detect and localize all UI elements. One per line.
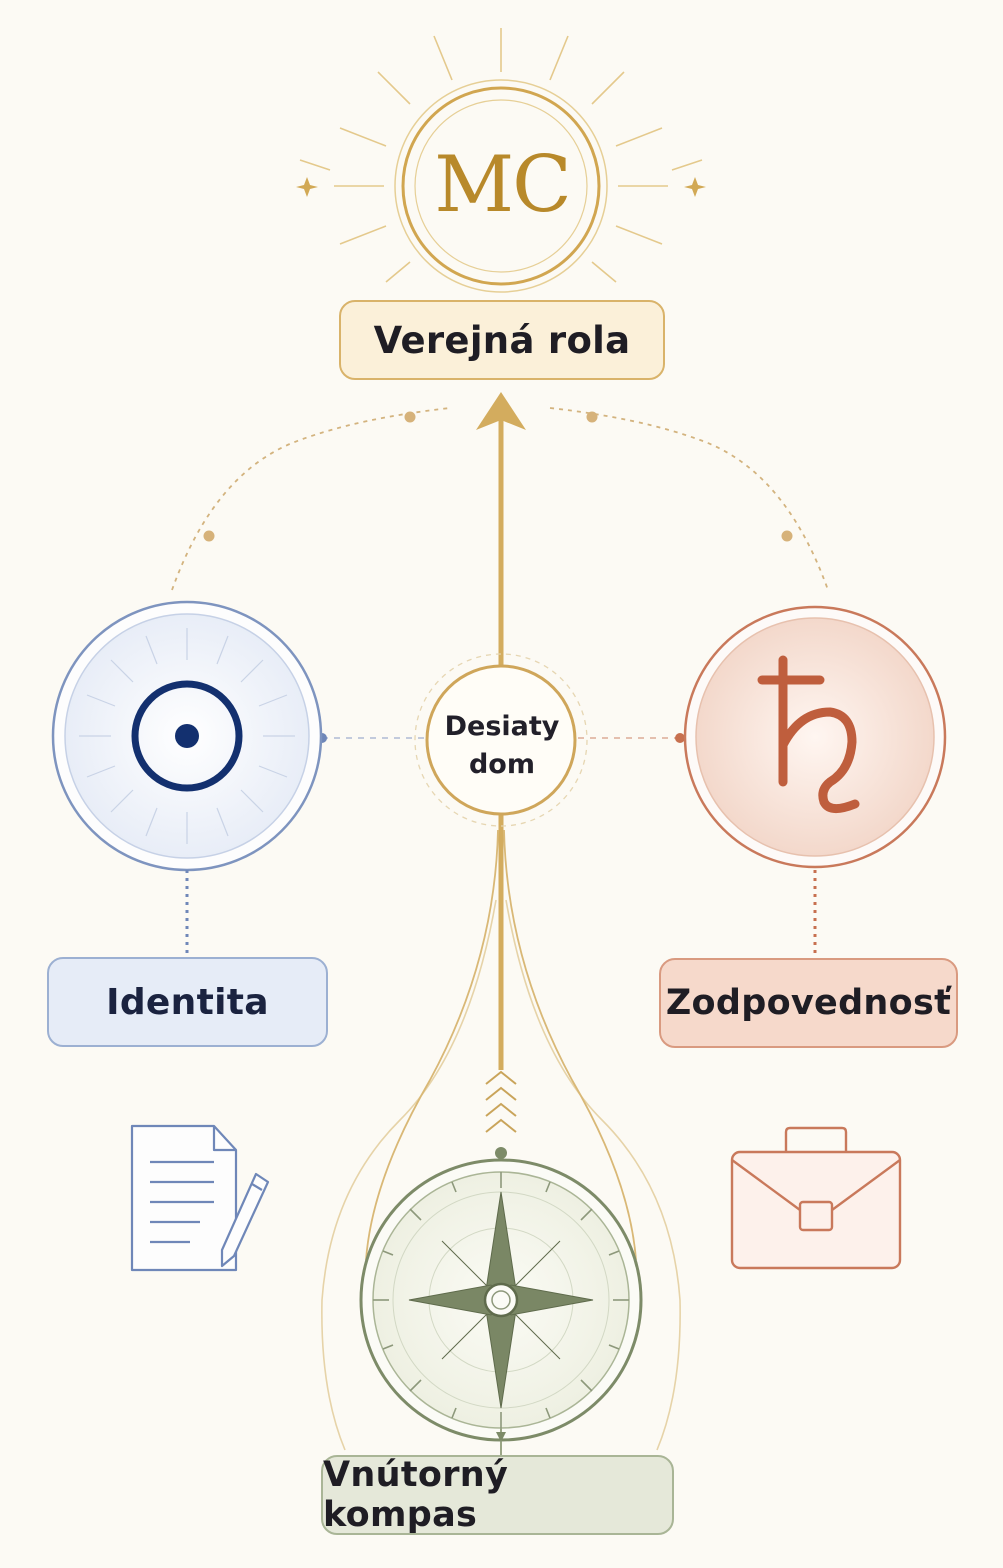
tenth-house-label: Desiaty dom [428,708,576,784]
saturn-symbol-icon [757,655,860,813]
mc-circle [394,79,608,293]
saturn-circle [683,605,947,869]
tenth-house-circle [414,653,588,827]
tenth-house-line1: Desiaty [444,711,560,742]
connecting-arc [171,407,829,591]
mc-symbol: MC [434,140,572,230]
responsibility-label: Zodpovednosť [659,958,958,1048]
tenth-house-line2: dom [468,749,535,780]
compass-icon [359,1147,643,1455]
chevrons-icon [485,1070,517,1133]
sparkle-icon [296,177,706,197]
sun-symbol-icon [131,680,243,792]
mc-sun-icon [299,28,703,283]
main-axis-arrow [476,392,526,1070]
public-role-label: Verejná rola [339,300,665,380]
inner-compass-label: Vnútorný kompas [321,1455,674,1535]
briefcase-icon [730,1126,902,1270]
identity-label: Identita [47,957,328,1047]
compass-curves [321,829,681,1451]
document-pen-icon [130,1124,270,1272]
